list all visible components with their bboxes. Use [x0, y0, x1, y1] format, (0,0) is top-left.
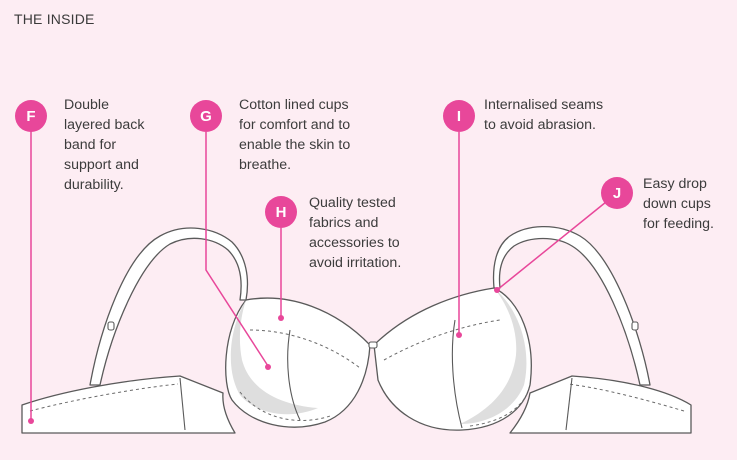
- callout-h-line: fabrics and: [309, 215, 379, 231]
- callout-f-line: layered back: [64, 117, 145, 133]
- callout-j-line: for feeding.: [643, 216, 714, 232]
- callout-i-line: to avoid abrasion.: [484, 117, 596, 133]
- right-boning: [565, 377, 573, 431]
- right-cup-seam: [383, 319, 501, 361]
- page-title: THE INSIDE: [14, 11, 95, 27]
- callout-badge-g: G: [190, 100, 222, 132]
- right-underwire: [469, 391, 529, 427]
- callout-badge-i: I: [443, 100, 475, 132]
- leader-dot-h: [278, 315, 284, 321]
- leader-line-g: [205, 132, 269, 367]
- callout-text-i: Internalised seams to avoid abrasion.: [484, 95, 603, 135]
- left-cup-seam: [249, 329, 361, 369]
- callout-g-line: Cotton lined cups: [239, 97, 349, 113]
- left-cup-vertical-seam: [287, 329, 301, 421]
- callout-f-line: Double: [64, 97, 109, 113]
- left-band-stitch: [29, 383, 179, 412]
- right-strap-ring: [631, 321, 639, 331]
- left-strap-ring: [107, 321, 115, 331]
- callout-g-line: breathe.: [239, 157, 292, 173]
- left-cup-lining: [230, 300, 318, 415]
- left-strap: [89, 227, 249, 386]
- callout-text-f: Double layered back band for support and…: [64, 95, 144, 195]
- left-boning: [179, 377, 186, 431]
- callout-g-line: for comfort and to: [239, 117, 351, 133]
- leader-dot-f: [28, 418, 34, 424]
- callout-h-line: accessories to: [309, 235, 400, 251]
- right-cup-vertical-seam: [451, 319, 463, 429]
- callout-f-line: durability.: [64, 177, 124, 193]
- callout-g-line: enable the skin to: [239, 137, 351, 153]
- left-back-band: [21, 375, 236, 434]
- leader-dot-g: [265, 364, 271, 370]
- callout-f-line: band for: [64, 137, 117, 153]
- callout-badge-h: H: [265, 196, 297, 228]
- callout-h-line: avoid irritation.: [309, 255, 402, 271]
- callout-text-j: Easy drop down cups for feeding.: [643, 174, 714, 234]
- centre-gore: [368, 341, 378, 349]
- callout-f-line: support and: [64, 157, 139, 173]
- callout-badge-j: J: [601, 177, 633, 209]
- right-band-stitch: [567, 383, 685, 412]
- callout-badge-f: F: [15, 100, 47, 132]
- callout-j-line: down cups: [643, 196, 711, 212]
- leader-line-j: [496, 201, 607, 291]
- callout-h-line: Quality tested: [309, 195, 396, 211]
- leader-dot-i: [456, 332, 462, 338]
- callout-i-line: Internalised seams: [484, 97, 604, 113]
- callout-j-line: Easy drop: [643, 176, 707, 192]
- right-back-band: [509, 375, 692, 434]
- callout-text-h: Quality tested fabrics and accessories t…: [309, 193, 401, 273]
- left-underwire: [239, 391, 331, 421]
- right-cup-lining: [460, 288, 527, 424]
- leader-dot-j: [494, 287, 500, 293]
- callout-text-g: Cotton lined cups for comfort and to ena…: [239, 95, 350, 175]
